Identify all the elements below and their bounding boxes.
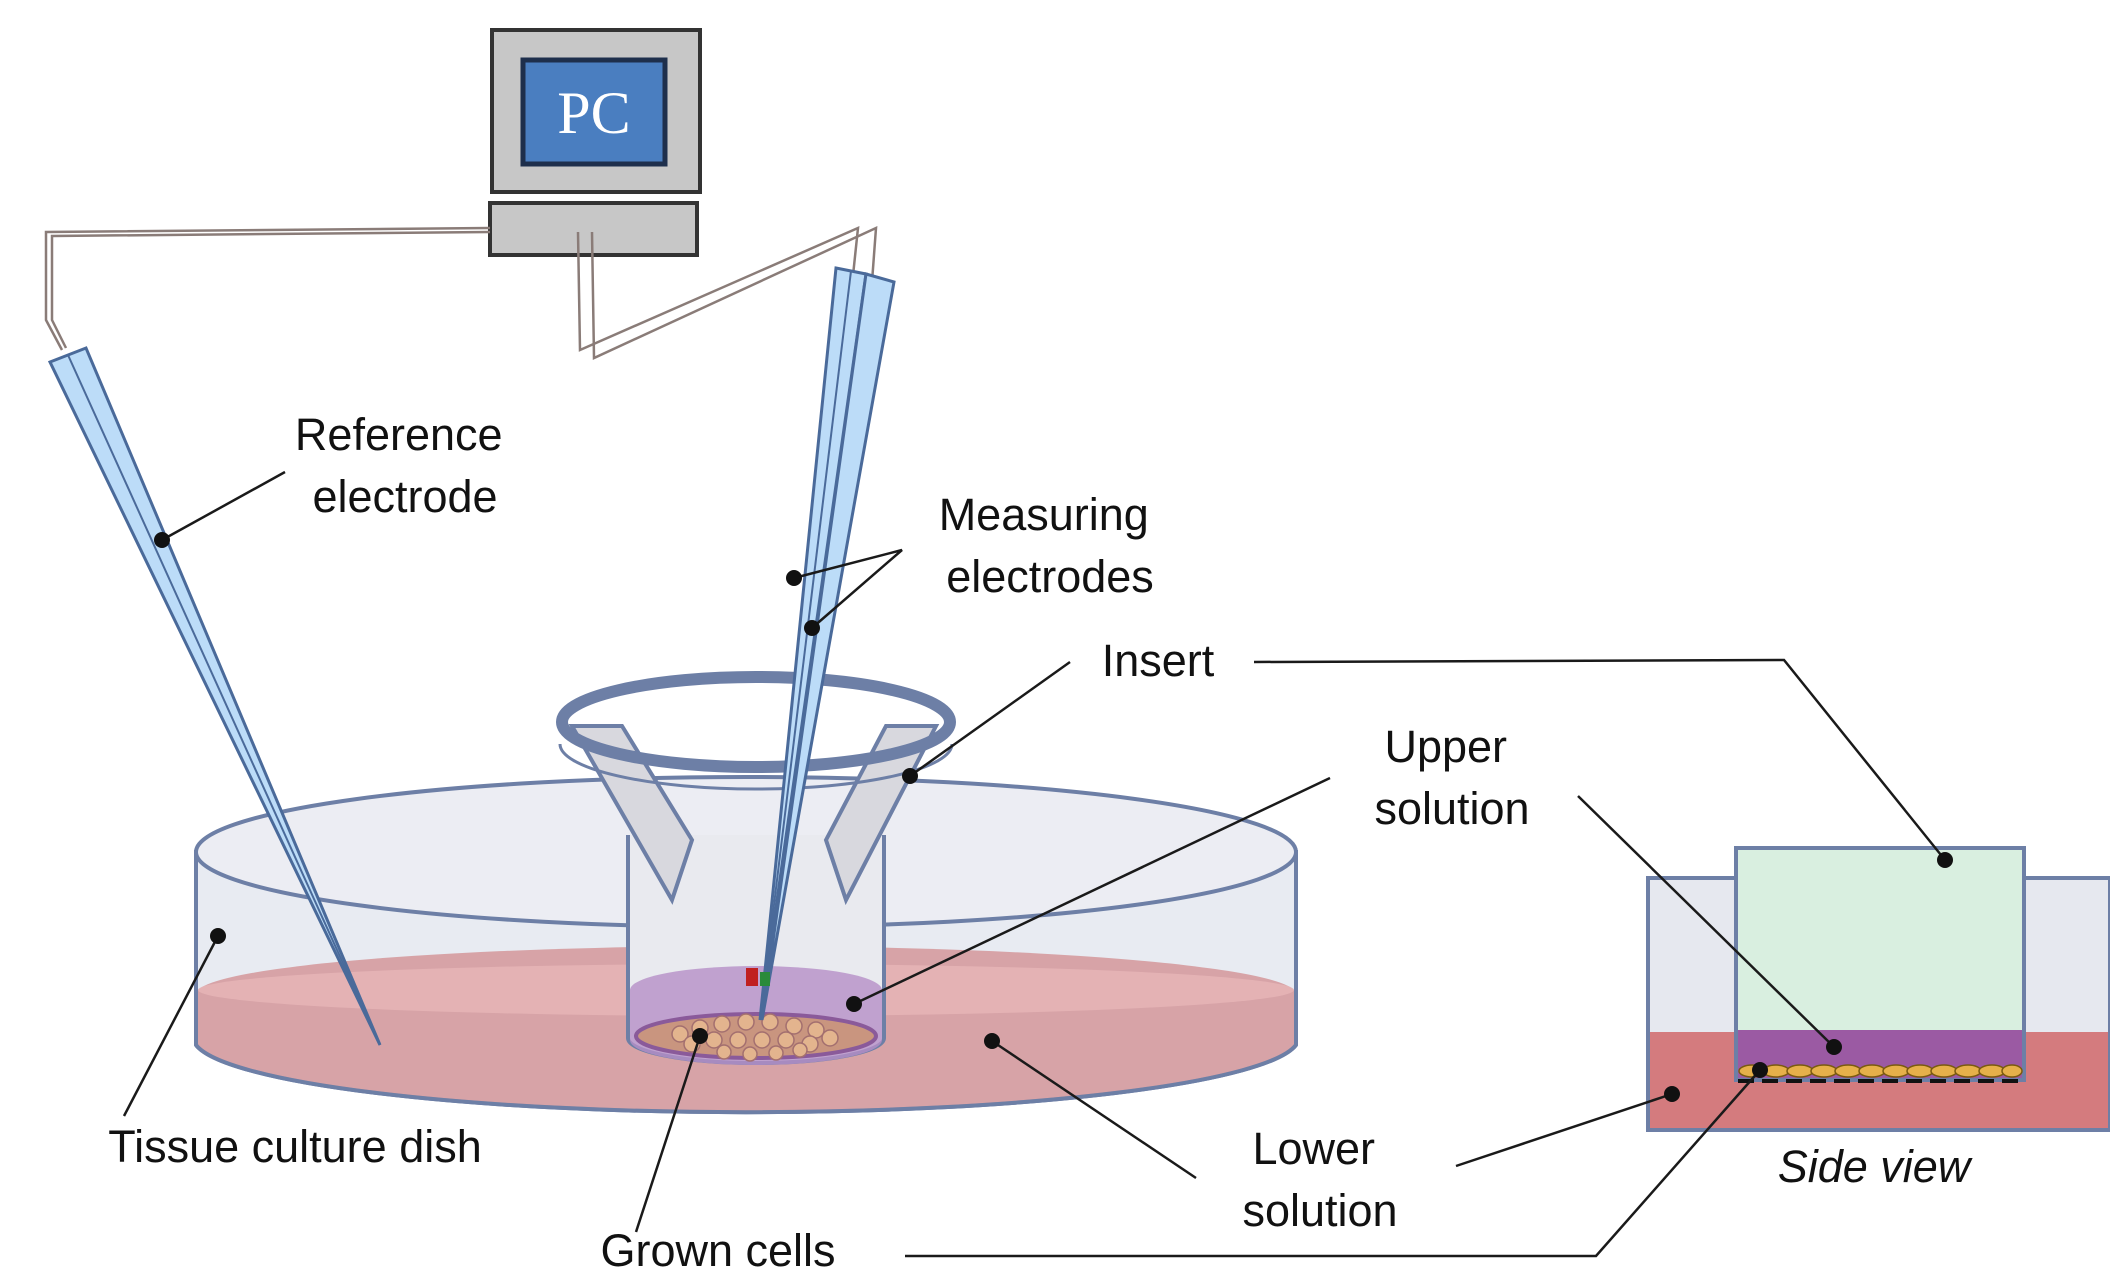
dot-measuring-1: [786, 570, 802, 586]
insert-arm-left: [568, 724, 695, 905]
electrode-tip-red: [746, 968, 758, 986]
label-lower-line1: Lower: [1252, 1123, 1375, 1174]
dish-front-edge: [194, 1043, 1298, 1115]
label-lower-line2: solution: [1242, 1185, 1397, 1236]
side-view: Side view: [1646, 846, 2110, 1192]
dot-lower: [984, 1033, 1000, 1049]
label-upper-solution: Upper solution: [1374, 721, 1529, 834]
measuring-cable-1: [576, 225, 860, 352]
label-reference-line1: Reference: [295, 409, 503, 460]
electrode-tip-green: [760, 972, 770, 986]
leader-insert-side: [1253, 658, 1946, 861]
measuring-electrode-divider: [759, 270, 852, 1021]
dot-insert-side: [1937, 852, 1953, 868]
leader-measuring: [793, 548, 903, 629]
reference-cable-inner: [50, 230, 491, 349]
label-measuring-electrodes: Measuring electrodes: [939, 489, 1162, 602]
leader-lower: [991, 1039, 1197, 1180]
leader-lower-side: [1455, 1092, 1673, 1168]
dot-insert: [902, 768, 918, 784]
insert-ring-inner: [558, 743, 954, 791]
dot-cells-side: [1752, 1062, 1768, 1078]
pc-base: [488, 201, 699, 257]
label-upper-line2: solution: [1374, 783, 1529, 834]
measuring-cable-2: [590, 225, 878, 360]
side-cells: [1738, 1064, 2023, 1078]
cables: [44, 225, 878, 360]
label-upper-line1: Upper: [1384, 721, 1507, 772]
reference-electrode-core: [67, 354, 381, 1046]
pc-label: PC: [557, 80, 630, 146]
label-reference-line2: electrode: [312, 471, 497, 522]
label-measuring-line1: Measuring: [939, 489, 1149, 540]
leader-cells: [634, 1035, 702, 1233]
leader-upper-side: [1577, 795, 1835, 1048]
leader-upper: [853, 776, 1331, 1006]
side-view-label: Side view: [1778, 1141, 1973, 1192]
label-lower-solution: Lower solution: [1242, 1123, 1397, 1236]
dot-reference: [154, 532, 170, 548]
measuring-electrodes: [746, 266, 896, 1021]
insert-ring: [556, 671, 956, 773]
label-tissue-culture-dish: Tissue culture dish: [108, 1121, 482, 1172]
label-grown-cells: Grown cells: [600, 1225, 835, 1276]
leader-lines: [122, 470, 1953, 1258]
label-measuring-line2: electrodes: [946, 551, 1154, 602]
labels: Reference electrode Measuring electrodes…: [108, 409, 1529, 1276]
leader-dish: [122, 935, 220, 1117]
pc-computer: PC: [488, 28, 702, 257]
insert: [556, 671, 956, 1065]
label-reference-electrode: Reference electrode: [295, 409, 515, 522]
measuring-electrode-2: [760, 272, 896, 1021]
leader-reference: [161, 470, 286, 542]
dot-dish: [210, 928, 226, 944]
dot-measuring-2: [804, 620, 820, 636]
leader-insert: [909, 660, 1071, 778]
cell-texture: [671, 1013, 839, 1062]
reference-cable: [44, 226, 491, 351]
dot-cells: [692, 1028, 708, 1044]
pc-screen: [520, 57, 668, 167]
label-insert: Insert: [1102, 635, 1215, 686]
dot-upper-side: [1826, 1039, 1842, 1055]
reference-electrode: [47, 346, 382, 1046]
leader-cells-side: [905, 1069, 1761, 1258]
dot-lower-side: [1664, 1086, 1680, 1102]
dot-upper: [846, 996, 862, 1012]
